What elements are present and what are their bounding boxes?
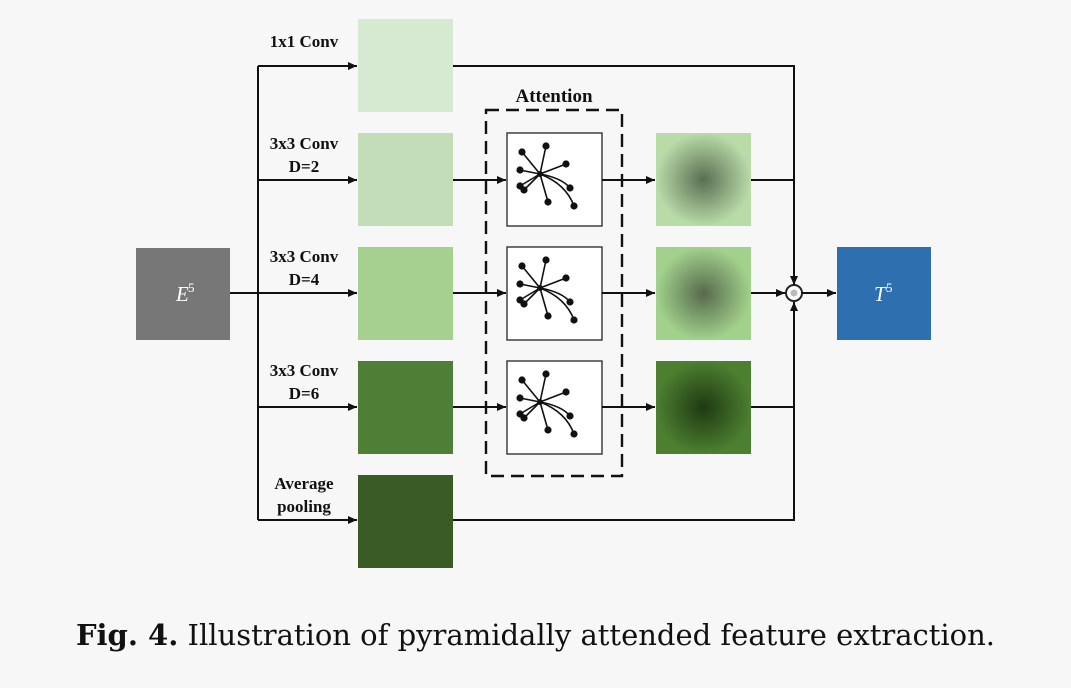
caption-prefix: Fig. 4. — [75, 618, 179, 652]
attention-module-1 — [506, 132, 603, 227]
branch-label-2-line1: 3x3 Conv — [270, 134, 339, 153]
attended-feature-2 — [656, 247, 751, 340]
feature-extraction-diagram: E 5 1x1 Conv 3x3 Conv D=2 3x3 Conv D=4 3… — [136, 19, 931, 568]
merge-node-dot — [790, 289, 798, 297]
conv-box-d6 — [358, 361, 453, 454]
attention-module-3 — [506, 360, 603, 455]
conv-box-1x1 — [358, 19, 453, 112]
attended-feature-3 — [656, 361, 751, 454]
merge-line-top — [453, 65, 798, 285]
branch-label-4-line1: 3x3 Conv — [270, 361, 339, 380]
branch-label-3-line2: D=4 — [289, 270, 320, 289]
attention-label: Attention — [515, 86, 592, 107]
conv-box-d2 — [358, 133, 453, 226]
branch-label-1x1-conv: 1x1 Conv — [270, 32, 339, 51]
merge-line-bottom — [453, 302, 798, 521]
pooling-box — [358, 475, 453, 568]
branch-label-4-line2: D=6 — [289, 384, 319, 403]
output-box-label: T — [874, 282, 887, 306]
output-box — [837, 247, 931, 340]
output-box-superscript: 5 — [886, 280, 893, 295]
caption-text: Illustration of pyramidally attended fea… — [187, 618, 996, 652]
conv-box-d4 — [358, 247, 453, 340]
input-box-label: E — [175, 282, 189, 306]
branch-label-5-line1: Average — [274, 474, 334, 493]
branch-label-5-line2: pooling — [277, 497, 331, 516]
input-box-superscript: 5 — [188, 280, 195, 295]
figure-caption: Fig. 4. Illustration of pyramidally atte… — [0, 618, 1071, 652]
branch-label-2-line2: D=2 — [289, 157, 319, 176]
attended-feature-1 — [656, 133, 751, 226]
input-box — [136, 248, 230, 340]
attention-module-2 — [506, 246, 603, 341]
branch-label-3-line1: 3x3 Conv — [270, 247, 339, 266]
